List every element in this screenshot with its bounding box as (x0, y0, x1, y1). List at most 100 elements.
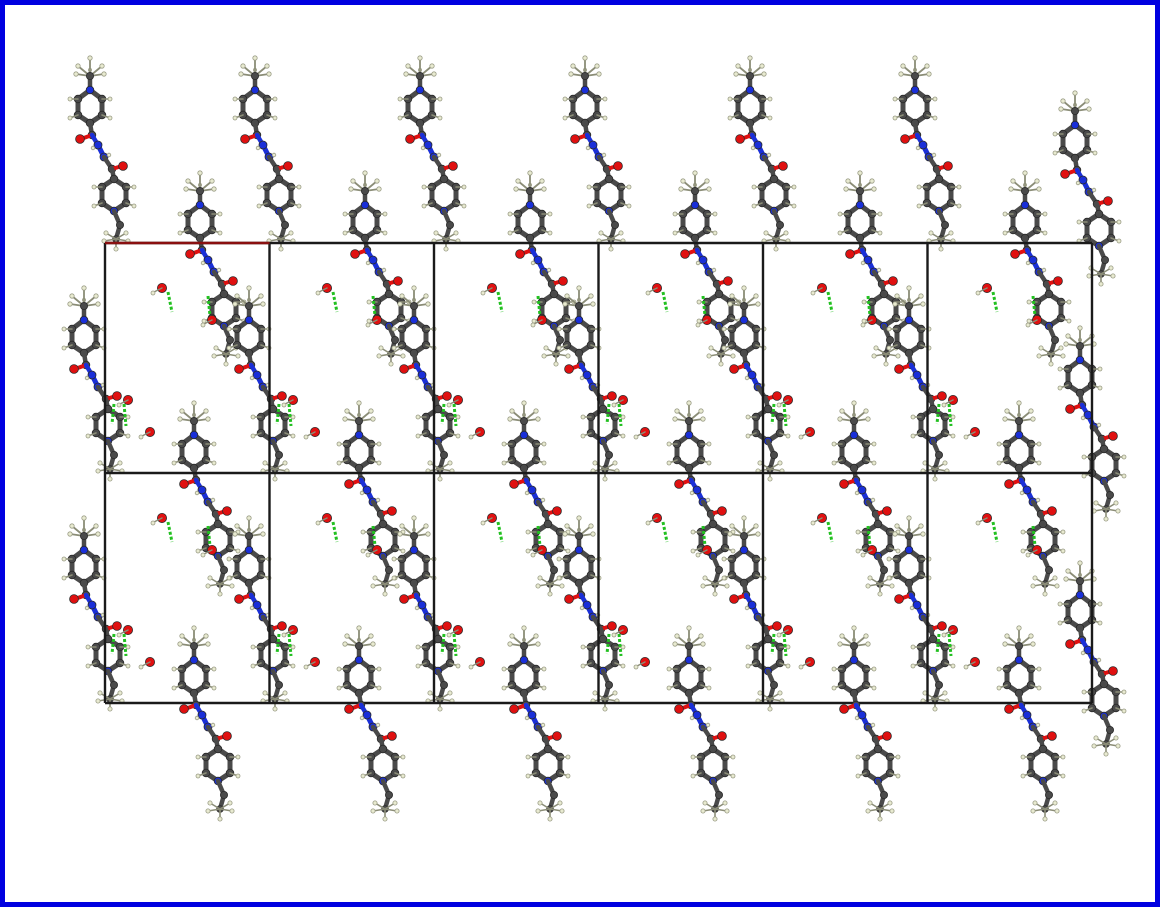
hydrogen-bond (701, 525, 707, 547)
carbon-atom (1094, 209, 1104, 219)
hydrogen-atom (229, 808, 235, 814)
hydrogen-atom (730, 353, 736, 359)
hydrogen-atom (579, 605, 585, 611)
hydrogen-atom (1063, 341, 1069, 347)
hydrogen-atom (223, 361, 229, 367)
hydrogen-atom (1026, 299, 1032, 305)
hydrogen-atom (1030, 808, 1036, 814)
hydrogen-atom (873, 345, 879, 351)
hydrogen-bond (605, 403, 611, 425)
hydrogen-atom (956, 184, 962, 190)
carbon-atom (274, 450, 283, 459)
hydrogen-atom (1030, 416, 1036, 422)
hydrogen-bond (110, 403, 116, 425)
nitrogen-atom (904, 545, 914, 555)
hydrogen-atom (296, 184, 302, 190)
oxygen-atom (845, 249, 855, 259)
hydrogen-atom (376, 353, 382, 359)
hydrogen-atom (1116, 238, 1122, 244)
hydrogen-atom (211, 685, 217, 691)
hydrogen-atom (423, 523, 429, 529)
hydrogen-atom (531, 299, 537, 305)
hydrogen-atom (1032, 800, 1038, 806)
hydrogen-atom (1020, 773, 1026, 779)
hydrogen-atom (854, 715, 860, 721)
oxygen-atom (894, 364, 904, 374)
nitrogen-atom (863, 255, 873, 265)
hydrogen-atom (1103, 516, 1109, 522)
bond (318, 517, 328, 523)
hydrogen-atom (93, 293, 99, 299)
crystal-packing-diagram (61, 55, 1127, 822)
hydrogen-atom (69, 293, 75, 299)
hydrogen-atom (942, 690, 948, 696)
oxygen-atom (222, 506, 232, 516)
hydrogen-atom (845, 178, 851, 184)
hydrogen-atom (727, 301, 733, 307)
hydrogen-atom (883, 361, 889, 367)
hydrogen-atom (1077, 560, 1083, 566)
bond (483, 287, 493, 293)
carbon-atom (354, 416, 363, 425)
hydrogen-atom (620, 433, 626, 439)
hydrogen-atom (443, 246, 449, 252)
oxygen-atom (1065, 639, 1075, 649)
hydrogen-atom (696, 318, 702, 324)
oxygen-atom (778, 161, 788, 171)
hydrogen-atom (690, 548, 696, 554)
hydrogen-atom (480, 290, 486, 296)
oxygen-atom (882, 506, 892, 516)
hydrogen-atom (871, 666, 877, 672)
carbon-atom (409, 301, 418, 310)
hydrogen-atom (706, 666, 712, 672)
nitrogen-atom (244, 545, 254, 555)
hydrogen-atom (1060, 353, 1066, 359)
hydrogen-atom (103, 230, 109, 236)
carbon-atom (280, 220, 289, 229)
hydrogen-atom (1093, 500, 1099, 506)
hydrogen-atom (67, 96, 73, 102)
hydrogen-atom (541, 441, 547, 447)
carbon-atom (549, 289, 559, 299)
carbon-atom (605, 681, 614, 690)
hydrogen-atom (260, 301, 266, 307)
carbon-atom (550, 791, 559, 800)
hydrogen-atom (1077, 325, 1083, 331)
hydrogen-atom (427, 690, 433, 696)
carbon-atom (715, 791, 724, 800)
hydrogen-atom (535, 416, 541, 422)
oxygen-atom (179, 479, 189, 489)
hydrogen-atom (565, 754, 571, 760)
nitrogen-atom (1075, 590, 1085, 600)
hydrogen-atom (376, 441, 382, 447)
hydrogen-atom (547, 230, 553, 236)
hydrogen-atom (1052, 800, 1058, 806)
hydrogen-atom (360, 754, 366, 760)
hydrogen-atom (712, 816, 718, 822)
hydrogen-atom (702, 575, 708, 581)
hydrogen-atom (1115, 743, 1121, 749)
hydrogen-atom (721, 575, 727, 581)
hydrogen-atom (626, 184, 632, 190)
hydrogen-atom (93, 523, 99, 529)
oxygen-atom (75, 134, 85, 144)
hydrogen-atom (712, 591, 718, 597)
oxygen-atom (894, 594, 904, 604)
hydrogen-atom (195, 548, 201, 554)
hydrogen-atom (1121, 473, 1127, 479)
hydrogen-atom (315, 520, 321, 526)
hydrogen-atom (695, 260, 701, 266)
bond (698, 549, 708, 555)
hydrogen-atom (513, 186, 519, 192)
hydrogen-atom (282, 460, 288, 466)
carbon-atom (880, 566, 889, 575)
hydrogen-atom (344, 408, 350, 414)
nitrogen-atom (1022, 710, 1032, 720)
nitrogen-atom (745, 85, 755, 95)
hydrogen-bond (452, 403, 458, 427)
hydrogen-atom (138, 434, 144, 440)
oxygen-atom (570, 134, 580, 144)
hydrogen-atom (61, 556, 67, 562)
hydrogen-atom (509, 408, 515, 414)
bond (779, 399, 789, 405)
